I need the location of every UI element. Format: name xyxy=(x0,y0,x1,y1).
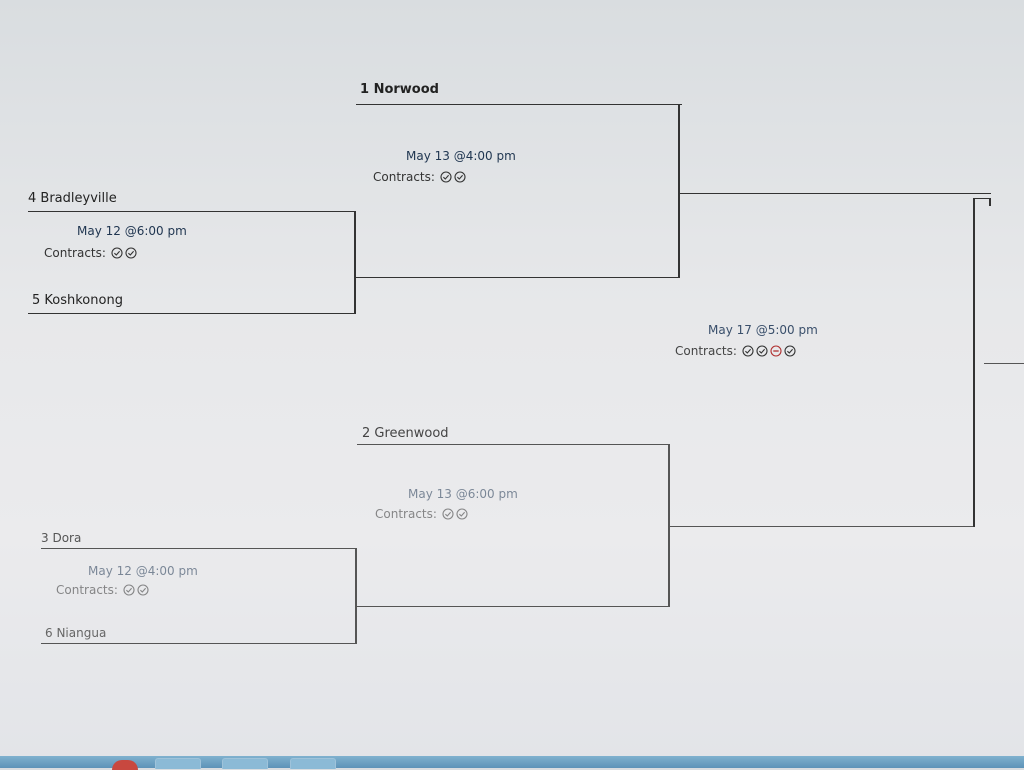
bracket-line xyxy=(668,444,670,607)
game-date: May 13 @6:00 pm xyxy=(408,487,518,501)
bracket-line xyxy=(975,198,991,199)
bracket-line xyxy=(28,313,356,314)
team-niangua: 6 Niangua xyxy=(45,626,107,640)
team-dora: 3 Dora xyxy=(41,531,82,545)
bracket-line xyxy=(989,198,991,206)
check-circle-icon xyxy=(111,247,123,259)
contracts-row: Contracts: xyxy=(373,170,466,184)
contracts-row: Contracts: xyxy=(375,507,468,521)
team-norwood: 1 Norwood xyxy=(360,82,439,97)
bracket-line xyxy=(356,104,682,105)
contracts-label: Contracts: xyxy=(44,246,106,260)
check-circle-icon xyxy=(442,508,454,520)
bracket-line xyxy=(354,211,356,314)
game-date: May 17 @5:00 pm xyxy=(708,323,818,337)
team-greenwood: 2 Greenwood xyxy=(362,426,449,441)
contracts-label: Contracts: xyxy=(675,344,737,358)
check-circle-icon xyxy=(784,345,796,357)
check-circle-icon xyxy=(454,171,466,183)
taskbar xyxy=(0,756,1024,770)
contracts-label: Contracts: xyxy=(373,170,435,184)
bracket-line xyxy=(357,444,670,445)
contracts-row: Contracts: xyxy=(675,344,796,358)
check-circle-icon xyxy=(440,171,452,183)
taskbar-button[interactable] xyxy=(222,758,268,769)
bracket-line xyxy=(41,643,357,644)
check-circle-icon xyxy=(137,584,149,596)
game-date: May 12 @4:00 pm xyxy=(88,564,198,578)
bracket-line xyxy=(41,548,357,549)
browser-taskbar-icon[interactable] xyxy=(112,760,138,770)
contracts-label: Contracts: xyxy=(375,507,437,521)
bracket-line xyxy=(356,277,678,278)
taskbar-button[interactable] xyxy=(290,758,336,769)
check-circle-icon xyxy=(125,247,137,259)
contracts-row: Contracts: xyxy=(44,246,137,260)
check-circle-icon xyxy=(123,584,135,596)
bracket-line xyxy=(984,363,1024,364)
contracts-row: Contracts: xyxy=(56,583,149,597)
bracket-line xyxy=(670,526,975,527)
taskbar-button[interactable] xyxy=(155,758,201,769)
bracket-line xyxy=(357,606,669,607)
check-circle-icon xyxy=(742,345,754,357)
check-circle-icon xyxy=(456,508,468,520)
bracket-line xyxy=(680,193,991,194)
bracket-line xyxy=(355,548,357,644)
bracket-line xyxy=(678,104,680,278)
game-date: May 13 @4:00 pm xyxy=(406,149,516,163)
bracket-line xyxy=(28,211,356,212)
check-circle-icon xyxy=(756,345,768,357)
team-bradleyville: 4 Bradleyville xyxy=(28,191,117,206)
team-koshkonong: 5 Koshkonong xyxy=(32,293,123,308)
bracket-line xyxy=(973,198,975,527)
minus-circle-icon xyxy=(770,345,782,357)
game-date: May 12 @6:00 pm xyxy=(77,224,187,238)
contracts-label: Contracts: xyxy=(56,583,118,597)
